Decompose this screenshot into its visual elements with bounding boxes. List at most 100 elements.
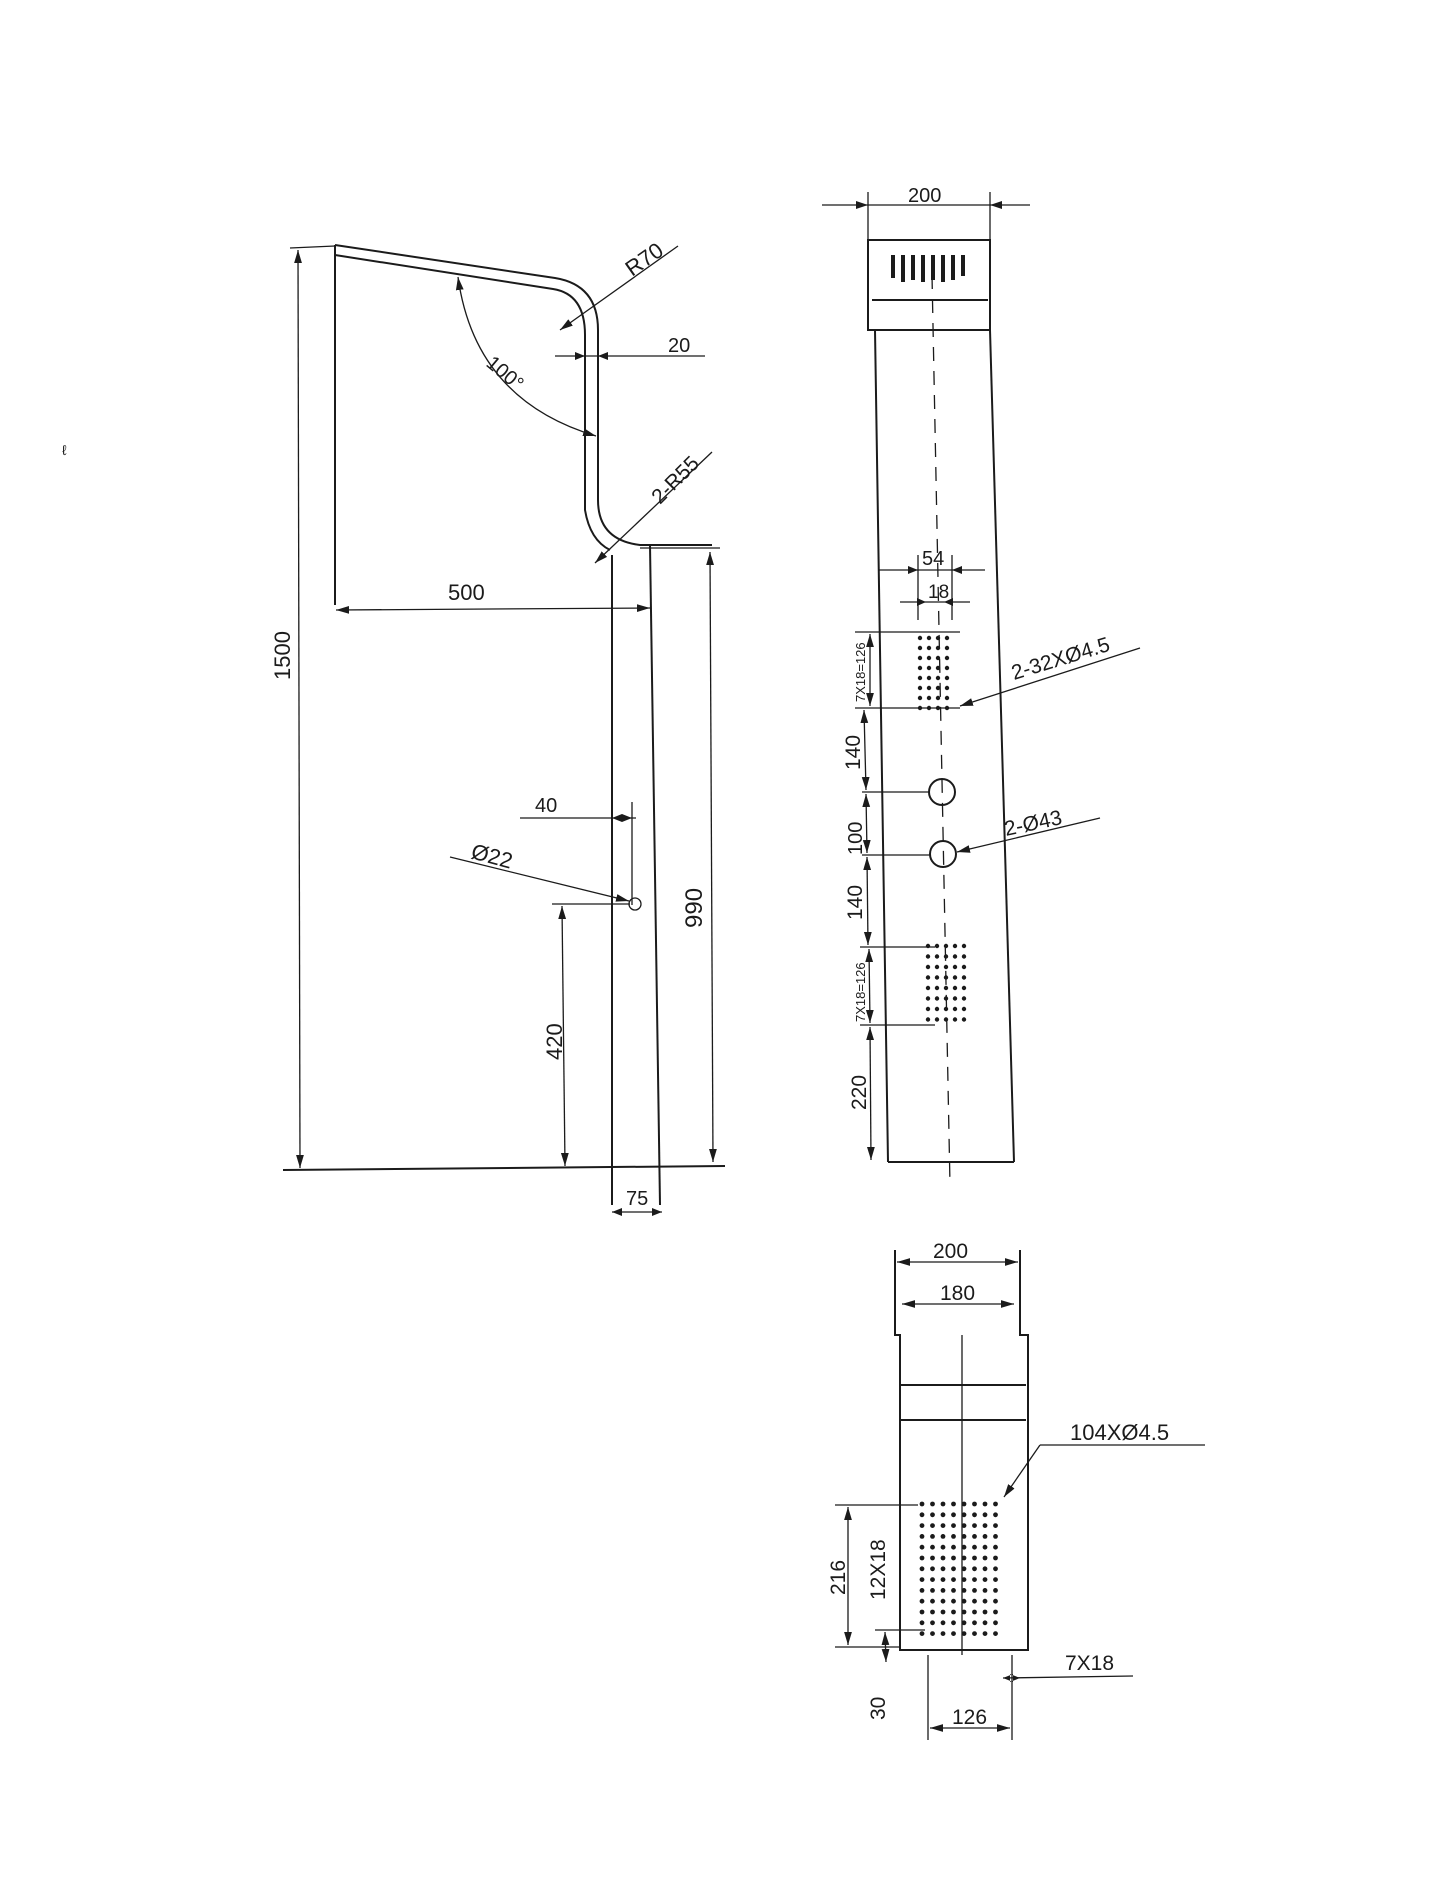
- hole-dot: [951, 1598, 956, 1604]
- dim-nozzle-pitch: 18: [928, 582, 949, 603]
- hole-dot: [925, 1017, 931, 1022]
- hole-dot: [919, 1523, 925, 1528]
- hole-dot: [944, 645, 950, 651]
- hole-dot: [940, 1501, 946, 1507]
- hole-dot: [982, 1512, 988, 1518]
- hole-dot: [952, 1006, 958, 1012]
- hole-dot: [951, 1620, 956, 1626]
- hole-dot: [993, 1501, 998, 1507]
- dim-100-line: [862, 793, 871, 854]
- dim-grid-cols: 7X18: [1065, 1652, 1114, 1675]
- hole-dot: [982, 1609, 988, 1615]
- hole-dot: [972, 1609, 977, 1615]
- dim-total-height: 1500: [270, 631, 295, 680]
- dim-bottom: 220: [848, 1075, 871, 1110]
- hole-dot: [961, 1577, 967, 1582]
- hole-dot: [972, 1577, 977, 1582]
- hole-dot: [943, 964, 949, 970]
- hole-dot: [993, 1523, 998, 1528]
- hole-dot: [935, 635, 941, 641]
- hole-dot: [993, 1577, 998, 1582]
- dim-lower-radius: 2-R55: [647, 452, 704, 509]
- hole-dot: [951, 1631, 956, 1636]
- front-centerline: [931, 274, 951, 1186]
- hole-dot: [961, 1523, 967, 1528]
- dim-inner-width: 180: [940, 1282, 975, 1305]
- hole-dot: [940, 1598, 946, 1604]
- hole-dot: [944, 685, 950, 691]
- dim-panel-height: 990: [681, 888, 708, 928]
- hole-dot: [943, 1017, 949, 1022]
- hole-dot: [919, 1555, 925, 1561]
- hole-dot: [940, 1523, 946, 1528]
- hole-dot: [930, 1577, 935, 1582]
- hole-dot: [934, 975, 940, 980]
- lower-knob: [929, 840, 957, 868]
- hole-dot: [993, 1631, 998, 1636]
- hole-dot: [952, 1017, 958, 1022]
- hole-dot: [919, 1534, 925, 1539]
- hole-dot: [926, 655, 932, 661]
- hole-dot: [919, 1588, 925, 1593]
- hole-dot: [925, 975, 931, 980]
- upper-jet-grid: [917, 635, 950, 711]
- hole-dot: [930, 1512, 935, 1518]
- base-line: [282, 1165, 726, 1171]
- hole-dot: [972, 1620, 977, 1626]
- hole-dot: [930, 1555, 935, 1561]
- hole-dot: [993, 1512, 998, 1518]
- dim-outlet-diameter: Ø22: [469, 839, 516, 874]
- hole-dot: [934, 1006, 940, 1012]
- dim-pipe-thickness: 20: [668, 335, 690, 357]
- dim-30-line: [881, 1631, 890, 1663]
- hole-dot: [951, 1534, 956, 1539]
- hole-dot: [944, 675, 950, 681]
- head-outline: [894, 1250, 1029, 1651]
- hole-dot: [961, 1006, 967, 1012]
- hole-dot: [935, 645, 941, 651]
- hole-dot: [972, 1566, 977, 1572]
- dim-jet-holes: 2-32XØ4.5: [1009, 633, 1113, 685]
- dim-head-leader: [1003, 1444, 1041, 1498]
- hole-dot: [993, 1544, 998, 1550]
- dim-angle-arc: [455, 276, 597, 437]
- hole-dot: [943, 943, 949, 949]
- head-view: 200 180 104XØ4.5 216 12X18 30 126 7X18: [827, 1240, 1205, 1740]
- hole-dot: [925, 1006, 931, 1012]
- hole-dot: [919, 1609, 925, 1615]
- dim-grid-width: 126: [952, 1706, 987, 1729]
- hole-dot: [940, 1566, 946, 1572]
- hole-dot: [925, 985, 931, 991]
- hole-dot: [961, 1017, 967, 1022]
- hole-dot: [917, 675, 923, 681]
- hole-dot: [961, 1555, 967, 1561]
- dim-140-lower-line: [863, 856, 872, 946]
- side-view: 1500 500 R70 20 100° 2-R55 990 40 Ø22 42…: [62, 237, 726, 1216]
- hole-dot: [919, 1512, 925, 1518]
- hole-dot: [951, 1523, 956, 1528]
- hole-dot: [930, 1598, 935, 1604]
- hole-dot: [982, 1555, 988, 1561]
- hole-dot: [940, 1577, 946, 1582]
- dim-head-holes: 104XØ4.5: [1070, 1420, 1169, 1445]
- hole-dot: [940, 1620, 946, 1626]
- hole-dot: [993, 1598, 998, 1604]
- hole-dot: [961, 1544, 967, 1550]
- hole-dot: [917, 685, 923, 691]
- hole-dot: [961, 1566, 967, 1572]
- dim-bottom-offset: 30: [867, 1697, 890, 1720]
- hole-dot: [982, 1523, 988, 1528]
- hole-dot: [930, 1631, 935, 1636]
- dim-420-line: [558, 905, 569, 1167]
- head-hole-grid: [919, 1501, 998, 1636]
- dim-knob-spacing: 100: [845, 822, 867, 855]
- hole-dot: [952, 954, 958, 959]
- hole-dot: [943, 954, 949, 959]
- dim-990-line: [706, 551, 717, 1163]
- dim-7x18-arrows: [1003, 1674, 1020, 1682]
- dim-upper-grid: 7X18=126: [853, 642, 868, 702]
- hole-dot: [961, 1631, 967, 1636]
- hole-dot: [982, 1501, 988, 1507]
- hole-dot: [930, 1523, 935, 1528]
- hole-dot: [919, 1620, 925, 1626]
